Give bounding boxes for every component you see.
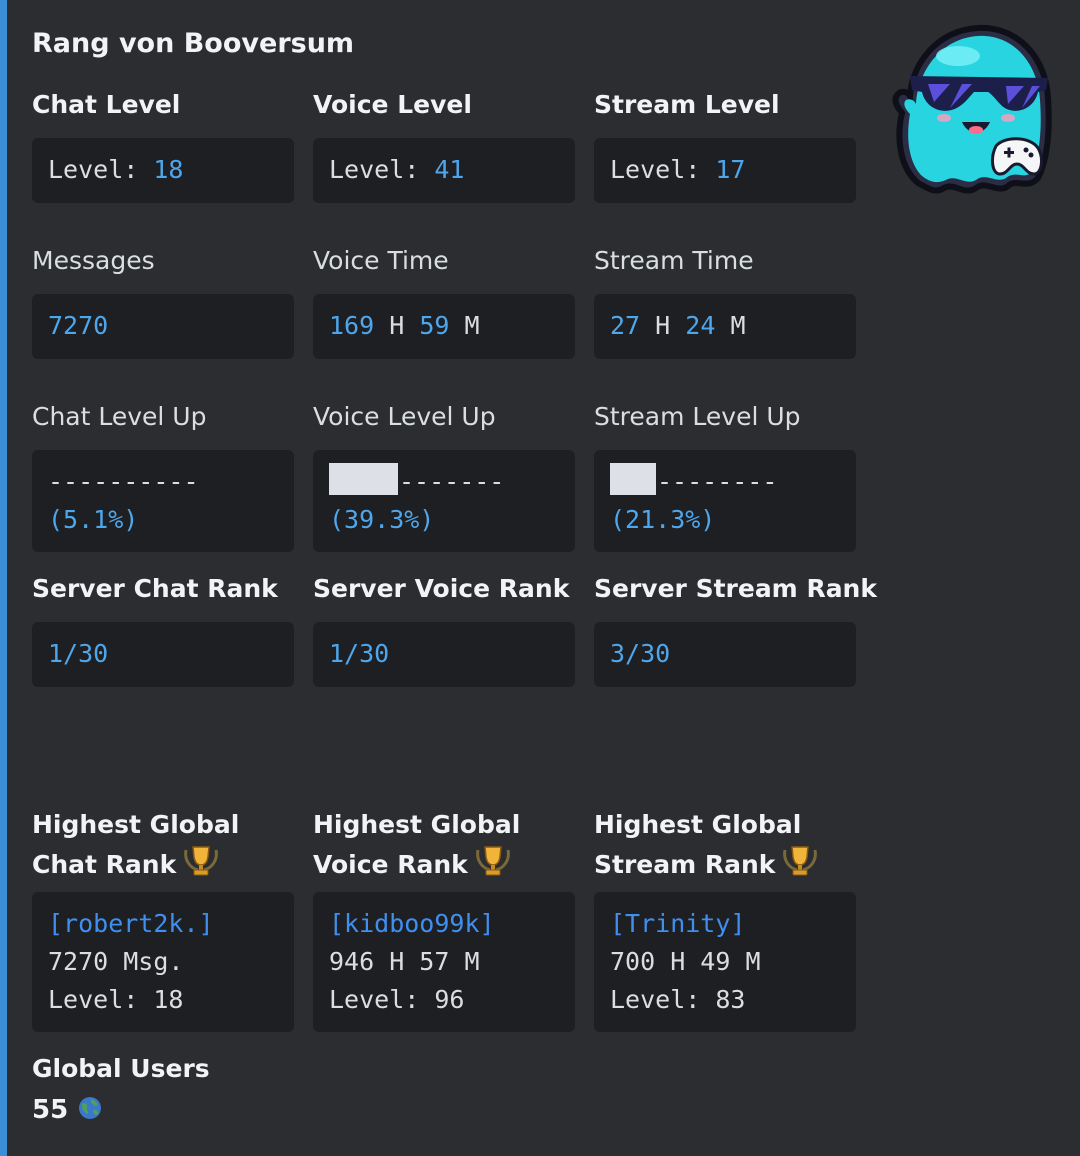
stream-level-label: Stream Level — [594, 90, 780, 119]
chat-levelup-label: Chat Level Up — [32, 402, 207, 431]
chat-level-label: Chat Level — [32, 90, 181, 119]
messages-label: Messages — [32, 246, 155, 275]
chat-progress-bar: ---------- — [48, 463, 294, 501]
messages-value: 7270 — [48, 311, 109, 340]
server-chat-rank-value: 1/30 — [48, 639, 109, 668]
server-stream-rank-value: 3/30 — [610, 639, 671, 668]
stream-time-label: Stream Time — [594, 246, 754, 275]
stream-time-box: 27 H 24 M — [594, 294, 856, 359]
stream-progress-track: -------- — [657, 467, 778, 496]
server-voice-rank-value: 1/30 — [329, 639, 390, 668]
chat-level-box: Level: 18 — [32, 138, 294, 203]
minutes-unit: M — [464, 311, 480, 340]
embed-accent-bar — [0, 0, 7, 1156]
chat-level-value: 18 — [153, 155, 184, 184]
server-stream-rank-box: 3/30 — [594, 622, 856, 687]
embed-title: Rang von Booversum — [32, 28, 355, 59]
level-prefix: Level: — [329, 155, 420, 184]
global-users-value: 55 — [32, 1094, 104, 1125]
voice-minutes: 59 — [419, 311, 450, 340]
global-voice-user-link[interactable]: [kidboo99k] — [329, 909, 495, 938]
global-chat-level: 18 — [153, 985, 184, 1014]
global-voice-level: 96 — [434, 985, 465, 1014]
global-stream-level: 83 — [715, 985, 746, 1014]
minutes-unit: M — [730, 311, 746, 340]
stream-levelup-label: Stream Level Up — [594, 402, 801, 431]
trophy-icon — [783, 846, 818, 876]
stream-level-value: 17 — [715, 155, 746, 184]
server-stream-rank-label: Server Stream Rank — [594, 574, 877, 603]
stream-level-box: Level: 17 — [594, 138, 856, 203]
trophy-icon — [475, 846, 510, 876]
server-chat-rank-label: Server Chat Rank — [32, 574, 278, 603]
stream-minutes: 24 — [685, 311, 716, 340]
globe-icon — [79, 1097, 102, 1119]
global-voice-rank-label: Highest Global Voice Rank — [313, 810, 521, 879]
global-stream-rank-label: Highest Global Stream Rank — [594, 806, 819, 884]
chat-levelup-box: ---------- (5.1%) — [32, 450, 294, 552]
voice-levelup-box: ------- (39.3%) — [313, 450, 575, 552]
global-stream-rank-box: [Trinity] 700 H 49 M Level: 83 — [594, 892, 856, 1032]
voice-level-value: 41 — [434, 155, 465, 184]
global-chat-user-link[interactable]: [robert2k.] — [48, 909, 214, 938]
voice-time-label: Voice Time — [313, 246, 449, 275]
voice-level-label: Voice Level — [313, 90, 472, 119]
voice-hours: 169 — [329, 311, 375, 340]
global-voice-stat: 946 H 57 M — [329, 947, 480, 976]
global-voice-rank-box: [kidboo99k] 946 H 57 M Level: 96 — [313, 892, 575, 1032]
server-voice-rank-label: Server Voice Rank — [313, 574, 570, 603]
stream-progress-bar: -------- — [610, 463, 856, 501]
ghost-avatar — [892, 24, 1052, 194]
voice-progress-bar: ------- — [329, 463, 575, 501]
global-stream-stat: 700 H 49 M — [610, 947, 761, 976]
voice-progress-track: ------- — [399, 467, 505, 496]
stream-levelup-box: -------- (21.3%) — [594, 450, 856, 552]
global-chat-rank-label: Highest Global Chat Rank — [32, 810, 240, 879]
global-stream-user-link[interactable]: [Trinity] — [610, 909, 746, 938]
server-voice-rank-box: 1/30 — [313, 622, 575, 687]
level-prefix: Level: — [610, 155, 701, 184]
global-chat-rank-box: [robert2k.] 7270 Msg. Level: 18 — [32, 892, 294, 1032]
voice-progress-fill — [329, 463, 398, 495]
stream-progress-fill — [610, 463, 656, 495]
chat-progress-track: ---------- — [48, 467, 199, 496]
voice-level-box: Level: 41 — [313, 138, 575, 203]
server-chat-rank-box: 1/30 — [32, 622, 294, 687]
level-prefix: Level: — [48, 155, 139, 184]
global-users-label: Global Users — [32, 1054, 210, 1083]
hours-unit: H — [389, 311, 405, 340]
stream-progress-percent: (21.3%) — [610, 505, 716, 534]
hours-unit: H — [655, 311, 671, 340]
trophy-icon — [184, 846, 219, 876]
voice-progress-percent: (39.3%) — [329, 505, 435, 534]
voice-time-box: 169 H 59 M — [313, 294, 575, 359]
stream-hours: 27 — [610, 311, 641, 340]
chat-progress-percent: (5.1%) — [48, 505, 139, 534]
voice-levelup-label: Voice Level Up — [313, 402, 496, 431]
messages-box: 7270 — [32, 294, 294, 359]
global-chat-stat: 7270 Msg. — [48, 947, 184, 976]
